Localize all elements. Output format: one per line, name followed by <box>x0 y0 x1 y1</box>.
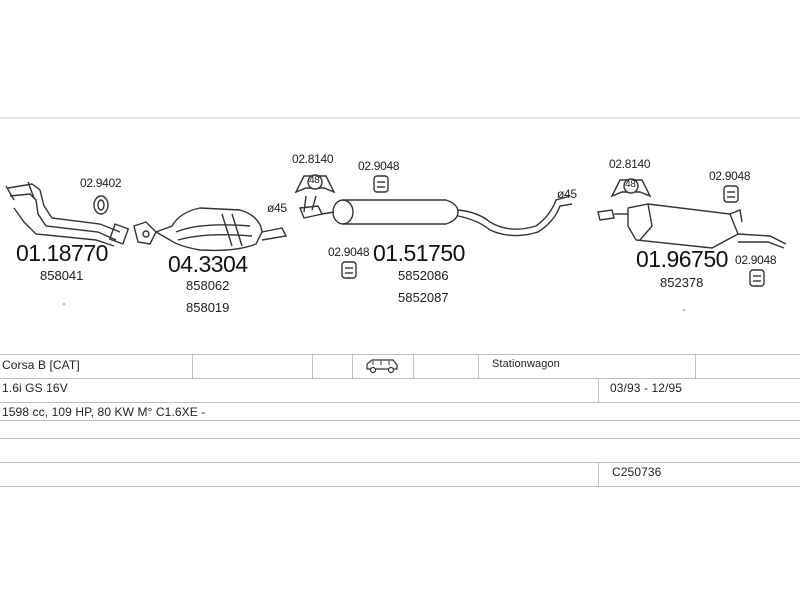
rear-silencer-drawing <box>597 203 787 249</box>
table-row-border <box>0 378 800 379</box>
rubber-mount-3 <box>723 185 739 203</box>
table-divider <box>192 354 193 378</box>
oem-number: 5852087 <box>398 290 449 305</box>
rubber-mount-2 <box>341 261 357 279</box>
accessory-label: 02.9048 <box>735 253 777 267</box>
vehicle-spec: 1598 cc, 109 HP, 80 KW M° C1.6XE - <box>2 405 206 419</box>
table-divider <box>598 378 599 402</box>
part-number-middle-silencer: 01.51750 <box>373 240 465 266</box>
table-divider <box>352 354 353 378</box>
part-number-downpipe: 01.18770 <box>16 240 108 266</box>
hanger-mount-1 <box>294 174 336 194</box>
accessory-label: 02.9048 <box>358 159 400 173</box>
table-divider <box>695 354 696 378</box>
part-number-rear-silencer: 01.96750 <box>636 246 728 272</box>
dot-2 <box>683 309 685 311</box>
table-row-border <box>0 462 800 463</box>
vehicle-model: Corsa B [CAT] <box>2 358 80 372</box>
vehicle-engine: 1.6i GS 16V <box>2 381 68 395</box>
accessory-label: 02.9402 <box>80 176 122 190</box>
rubber-mount-1 <box>373 175 389 193</box>
accessory-label: 02.9048 <box>709 169 751 183</box>
table-divider <box>478 354 479 378</box>
vehicle-years: 03/93 - 12/95 <box>610 381 683 395</box>
table-row-border <box>0 438 800 439</box>
rubber-mount-4 <box>749 269 765 287</box>
table-divider <box>598 462 599 486</box>
oem-number: 858062 <box>186 278 230 293</box>
vehicle-body-type: Stationwagon <box>492 358 560 370</box>
stationwagon-car-icon <box>366 359 398 374</box>
oem-number: 858019 <box>186 300 230 315</box>
hanger-badge-1: 48 <box>309 175 320 186</box>
gasket-ring <box>93 195 109 215</box>
accessory-label: 02.8140 <box>609 157 651 171</box>
table-row-border <box>0 402 800 403</box>
oem-number: 5852086 <box>398 268 449 283</box>
hanger-badge-2: 48 <box>625 179 636 190</box>
dot-1 <box>63 303 65 305</box>
table-row-border <box>0 420 800 421</box>
accessory-label: 02.9048 <box>328 245 370 259</box>
oem-number: 852378 <box>660 275 704 290</box>
table-divider <box>413 354 414 378</box>
diameter-label: ø45 <box>267 201 287 215</box>
diameter-label: ø45 <box>557 187 577 201</box>
part-number-catalyst: 04.3304 <box>168 251 248 277</box>
accessory-label: 02.8140 <box>292 152 334 166</box>
downpipe-drawing <box>5 181 130 247</box>
vehicle-code: C250736 <box>612 465 662 479</box>
catalyst-drawing <box>133 207 288 252</box>
table-row-border <box>0 486 800 487</box>
table-row-border <box>0 354 800 355</box>
oem-number: 858041 <box>40 268 84 283</box>
hanger-mount-2 <box>610 178 652 198</box>
middle-silencer-drawing <box>299 195 573 237</box>
table-divider <box>312 354 313 378</box>
